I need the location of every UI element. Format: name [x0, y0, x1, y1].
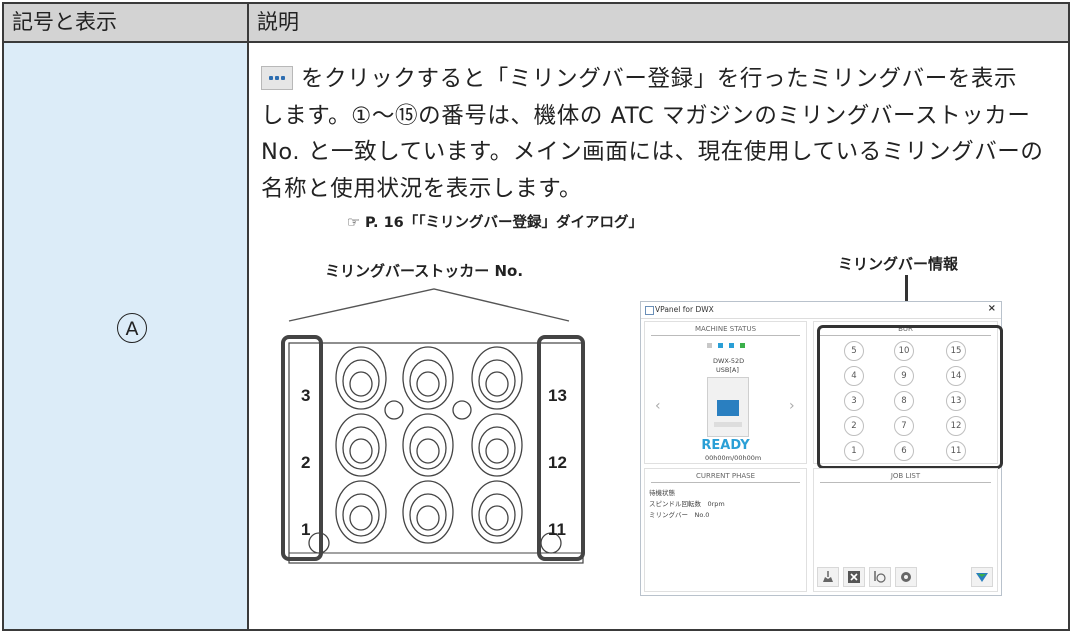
phase-spindle: スピンドル回転数 0rpm: [649, 500, 725, 508]
symbol-cell: A: [2, 41, 249, 631]
stocker-number-1: 1: [301, 520, 310, 539]
stocker-number-11: 11: [548, 520, 566, 539]
bur-slot-1[interactable]: 1: [844, 441, 864, 461]
stocker-number-13: 13: [548, 386, 567, 405]
bur-slot-2[interactable]: 2: [844, 416, 864, 436]
description-line-4: 名称と使用状況を表示します。: [261, 175, 583, 202]
status-indicators: [707, 342, 745, 350]
description-line-3: No. と一致しています。メイン画面には、現在使用しているミリングバーの: [261, 139, 1044, 165]
circled-letter-a: A: [117, 313, 147, 343]
bur-slot-10[interactable]: 10: [894, 341, 914, 361]
timer-icon[interactable]: [869, 567, 891, 587]
machine-status-pane: MACHINE STATUS DWX-52D USB[A] ‹ › READY …: [644, 321, 807, 464]
close-icon[interactable]: ×: [987, 303, 996, 314]
vpanel-title: VPanel for DWX: [655, 305, 714, 314]
status-dot-3: [729, 343, 734, 348]
gear-icon[interactable]: [895, 567, 917, 587]
machine-model: DWX-52D: [713, 357, 745, 365]
bur-slot-12[interactable]: 12: [946, 416, 966, 436]
vpanel-app-icon: [645, 306, 654, 315]
stocker-number-3: 3: [301, 386, 310, 405]
job-list-header: JOB LIST: [820, 472, 991, 483]
description-line-1: をクリックすると「ミリングバー登録」を行ったミリングバーを表示: [261, 61, 1061, 98]
page-reference: ☞ P. 16「「ミリングバー登録」ダイアログ」: [347, 215, 643, 231]
bur-slot-3[interactable]: 3: [844, 391, 864, 411]
status-dot-4: [740, 343, 745, 348]
stocker-number-label: ミリングバーストッカー No.: [325, 262, 524, 280]
phase-state: 待機状態: [649, 489, 675, 497]
more-button-icon: [261, 66, 293, 90]
machine-port: USB[A]: [716, 366, 739, 374]
phase-bur: ミリングバー No.0: [649, 511, 710, 519]
prev-machine-icon[interactable]: ‹: [655, 398, 661, 414]
description-cell: をクリックすると「ミリングバー登録」を行ったミリングバーを表示 します。①〜⑮の…: [247, 41, 1070, 631]
vpanel-menu-icon[interactable]: [971, 567, 993, 587]
stocker-number-2: 2: [301, 453, 310, 472]
vpanel-titlebar: VPanel for DWX ×: [641, 302, 1001, 319]
status-dot-2: [718, 343, 723, 348]
status-dot-1: [707, 343, 712, 348]
header-description: 説明: [247, 2, 1070, 43]
description-line-2: します。①〜⑮の番号は、機体の ATC マガジンのミリングバーストッカー: [261, 102, 1031, 129]
bur-slot-6[interactable]: 6: [894, 441, 914, 461]
bur-slot-7[interactable]: 7: [894, 416, 914, 436]
bur-slot-8[interactable]: 8: [894, 391, 914, 411]
bur-slot-9[interactable]: 9: [894, 366, 914, 386]
current-phase-pane: CURRENT PHASE 待機状態 スピンドル回転数 0rpm ミリングバー …: [644, 468, 807, 592]
atc-magazine-illustration: 3 2 1 13 12 11: [281, 288, 585, 564]
cancel-icon[interactable]: [843, 567, 865, 587]
bur-slot-14[interactable]: 14: [946, 366, 966, 386]
bur-slot-13[interactable]: 13: [946, 391, 966, 411]
bur-slot-5[interactable]: 5: [844, 341, 864, 361]
next-machine-icon[interactable]: ›: [789, 398, 795, 414]
vpanel-window: VPanel for DWX × MACHINE STATUS DWX-52D …: [640, 301, 1003, 596]
machine-image: [707, 377, 749, 437]
bur-info-pointer: [905, 275, 908, 320]
bur-pane: BUR 5 10 15 4 9 14 3 8 13 2 7 12 1 6 11: [813, 321, 998, 464]
bur-header: BUR: [820, 325, 991, 336]
setup-tool-icon[interactable]: [817, 567, 839, 587]
current-phase-header: CURRENT PHASE: [651, 472, 800, 483]
bur-slot-4[interactable]: 4: [844, 366, 864, 386]
bur-slot-11[interactable]: 11: [946, 441, 966, 461]
machine-status-header: MACHINE STATUS: [651, 325, 800, 336]
machine-status-text: READY: [701, 438, 750, 453]
bur-highlight-frame: [817, 325, 1003, 469]
description-paragraph: をクリックすると「ミリングバー登録」を行ったミリングバーを表示 します。①〜⑮の…: [261, 61, 1061, 207]
bur-info-label: ミリングバー情報: [838, 255, 959, 273]
header-symbol: 記号と表示: [2, 2, 249, 43]
stocker-number-12: 12: [548, 453, 567, 472]
machine-time: 00h00m/00h00m: [705, 454, 762, 462]
bur-slot-15[interactable]: 15: [946, 341, 966, 361]
